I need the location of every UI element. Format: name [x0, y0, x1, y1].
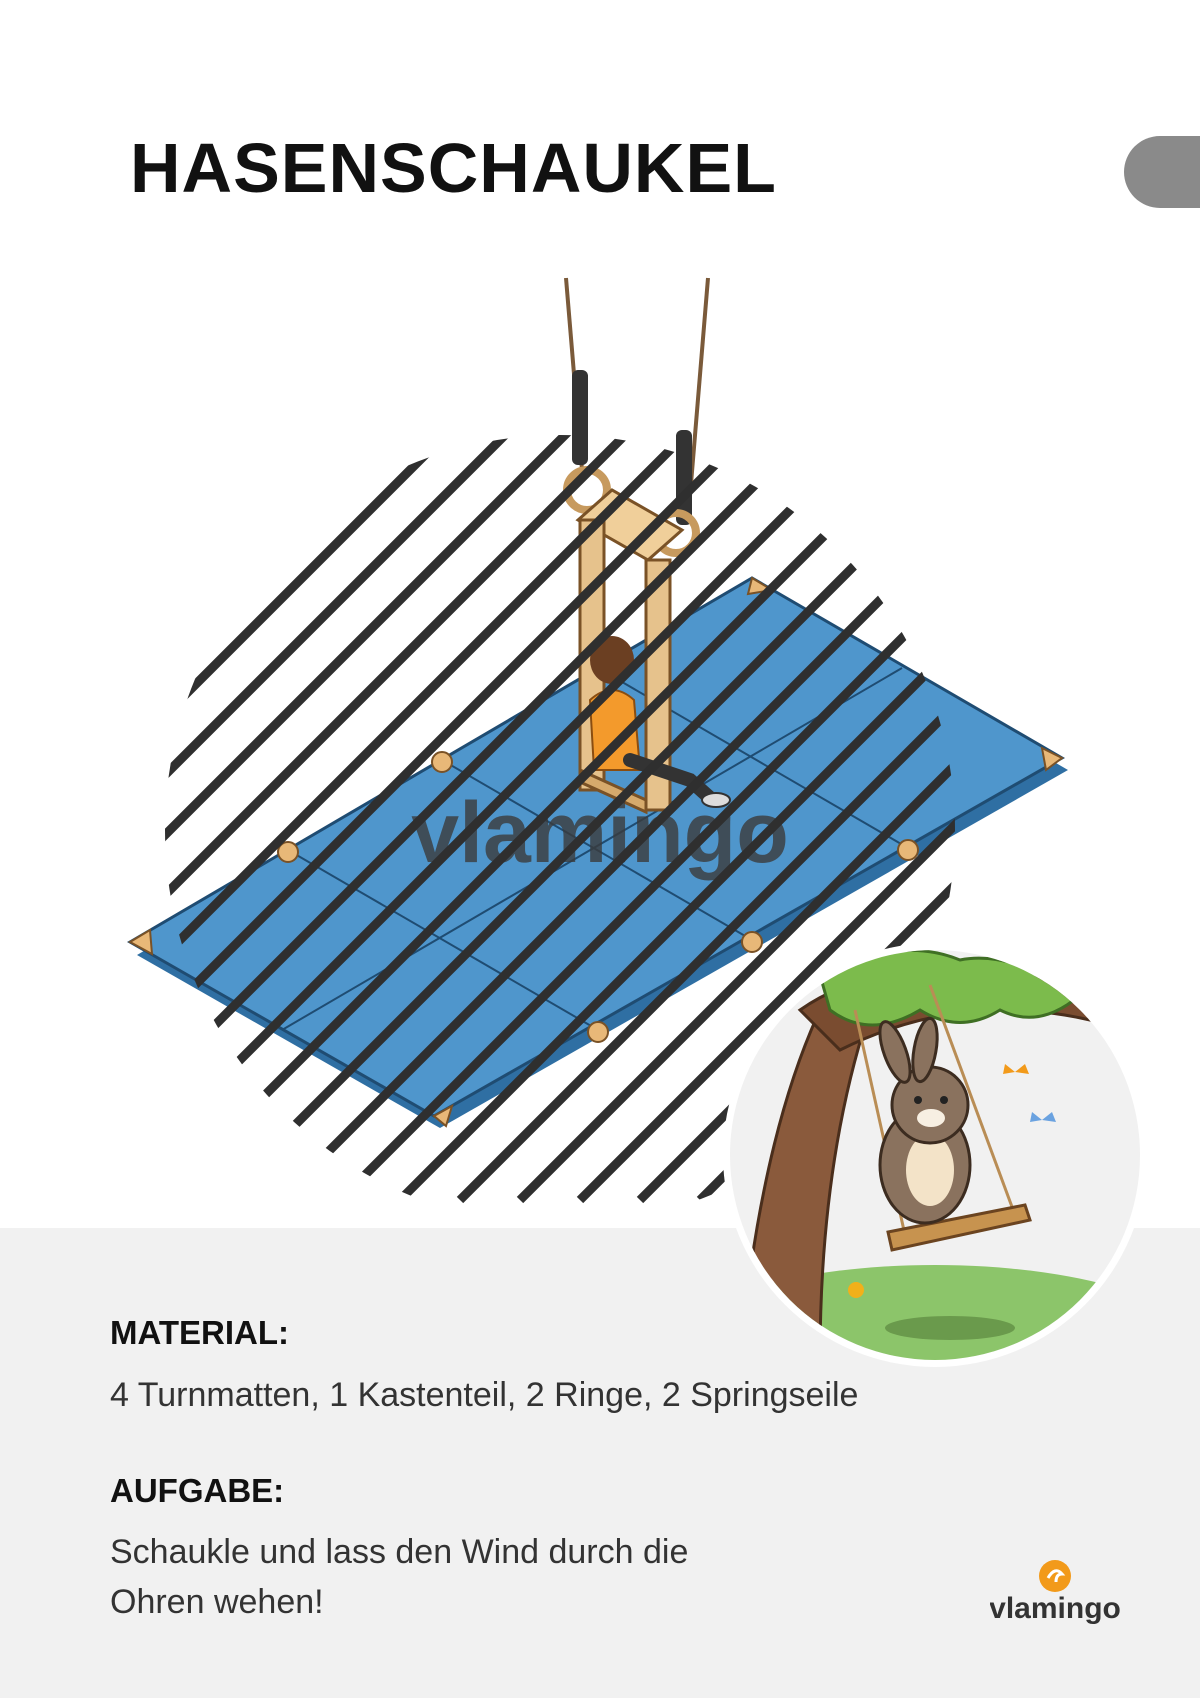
logo-text: vlamingo	[990, 1592, 1120, 1625]
vlamingo-logo: vlamingo	[990, 1560, 1120, 1625]
aufgabe-text-line2: Ohren wehen!	[110, 1583, 324, 1621]
page-title: HASENSCHAUKEL	[130, 129, 777, 207]
child-figure	[588, 636, 731, 808]
material-label: MATERIAL:	[110, 1314, 290, 1351]
aufgabe-text-line1: Schaukle und lass den Wind durch die	[110, 1533, 689, 1571]
diagonal-hatching	[165, 435, 955, 1204]
side-tab[interactable]	[1124, 136, 1200, 208]
material-text: 4 Turnmatten, 1 Kastenteil, 2 Ringe, 2 S…	[110, 1376, 859, 1414]
aufgabe-label: AUFGABE:	[110, 1472, 285, 1509]
watermark-text: vlamingo	[411, 785, 789, 881]
